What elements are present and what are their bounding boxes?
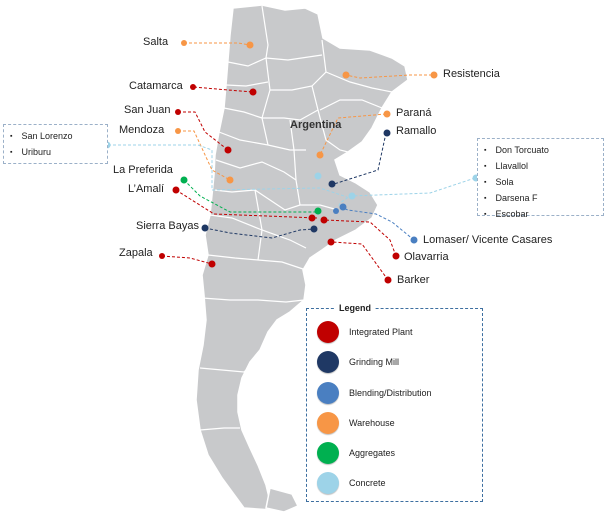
marker-barker-origin: [384, 276, 392, 284]
marker-olavarria-plant: [320, 216, 328, 224]
legend-label: Grinding Mill: [349, 357, 400, 367]
marker-sierrabayas-mill: [310, 225, 318, 233]
argentina-land: [195, 4, 409, 511]
marker-lapreferida-aggregates: [314, 207, 322, 215]
province-borders: [199, 5, 393, 431]
city-label-ramallo: Ramallo: [396, 125, 437, 137]
list-item: Sola: [484, 175, 597, 191]
marker-salta-origin: [181, 40, 187, 46]
legend-item-aggregates: Aggregates: [317, 441, 395, 465]
city-label-l-amali: L’Amalí: [128, 183, 165, 195]
tierra-del-fuego: [265, 487, 300, 513]
legend-item-integrated-plant: Integrated Plant: [317, 320, 413, 344]
list-item: San Lorenzo: [10, 129, 101, 145]
marker-mendoza-warehouse: [226, 176, 234, 184]
marker-lapreferida-origin: [180, 176, 188, 184]
city-label-parana: Paraná: [396, 107, 432, 119]
marker-buenos-aires-concrete: [348, 192, 356, 200]
list-item: Llavallol: [484, 159, 597, 175]
legend-label: Aggregates: [349, 448, 396, 458]
legend-title: Legend: [335, 303, 376, 313]
list-item: Don Torcuato: [484, 143, 597, 159]
country-label: Argentina: [290, 119, 342, 131]
city-label-sierra-bayas: Sierra Bayas: [136, 220, 199, 232]
marker-sanjuan-origin: [175, 109, 181, 115]
city-label-barker: Barker: [397, 274, 430, 286]
marker-zapala-plant: [208, 260, 216, 268]
legend-item-grinding-mill: Grinding Mill: [317, 350, 399, 374]
marker-lamali-plant: [308, 214, 316, 222]
marker-olavarria-origin: [392, 252, 400, 260]
legend-swatch: [317, 442, 339, 464]
list-item: Darsena F: [484, 191, 597, 207]
marker-parana-warehouse: [316, 151, 324, 159]
marker-sanjuan-plant: [224, 146, 232, 154]
list-item: Uriburu: [10, 145, 101, 161]
marker-catamarca-origin: [190, 84, 196, 90]
legend: Legend Integrated Plant Grinding Mill Bl…: [306, 303, 483, 502]
legend-swatch: [317, 351, 339, 373]
city-label-olavarria: Olavarria: [404, 251, 449, 263]
marker-salta-warehouse: [246, 41, 254, 49]
marker-lomaser-blending-b: [333, 208, 339, 214]
marker-lomaser-origin: [410, 236, 418, 244]
left-locations-list: San Lorenzo Uriburu: [3, 124, 108, 164]
city-label-mendoza: Mendoza: [119, 124, 165, 136]
marker-resistencia-origin: [430, 71, 438, 79]
marker-ramallo-origin: [383, 129, 391, 137]
legend-swatch: [317, 321, 339, 343]
city-label-catamarca: Catamarca: [129, 80, 183, 92]
legend-item-warehouse: Warehouse: [317, 411, 395, 435]
plant-markers: [103, 40, 480, 284]
legend-swatch: [317, 382, 339, 404]
legend-swatch: [317, 472, 339, 494]
city-label-la-preferida: La Preferida: [113, 164, 173, 176]
legend-label: Integrated Plant: [349, 327, 413, 337]
legend-item-concrete: Concrete: [317, 471, 386, 495]
marker-lamali-origin: [172, 186, 180, 194]
city-label-resistencia: Resistencia: [443, 68, 500, 80]
list-item: Escobar: [484, 207, 597, 223]
marker-mendoza-origin: [175, 128, 181, 134]
marker-lomaser-blending: [339, 203, 347, 211]
marker-zapala-origin: [159, 253, 165, 259]
marker-sierrabayas-origin: [201, 224, 209, 232]
legend-label: Concrete: [349, 478, 386, 488]
marker-barker-plant: [327, 238, 335, 246]
legend-label: Warehouse: [349, 418, 395, 428]
city-label-san-juan: San Juan: [124, 104, 171, 116]
city-label-lomaser: Lomaser/ Vicente Casares: [423, 234, 553, 246]
city-label-salta: Salta: [143, 36, 169, 48]
marker-catamarca-plant: [249, 88, 257, 96]
marker-resistencia-warehouse: [342, 71, 350, 79]
marker-ramallo-mill: [328, 180, 336, 188]
legend-swatch: [317, 412, 339, 434]
marker-sanlorenzo-concrete: [314, 172, 322, 180]
marker-parana-origin: [383, 110, 391, 118]
city-label-zapala: Zapala: [119, 247, 153, 259]
legend-item-blending-distribution: Blending/Distribution: [317, 381, 432, 405]
legend-label: Blending/Distribution: [349, 388, 432, 398]
right-locations-list: Don Torcuato Llavallol Sola Darsena F Es…: [477, 138, 604, 219]
